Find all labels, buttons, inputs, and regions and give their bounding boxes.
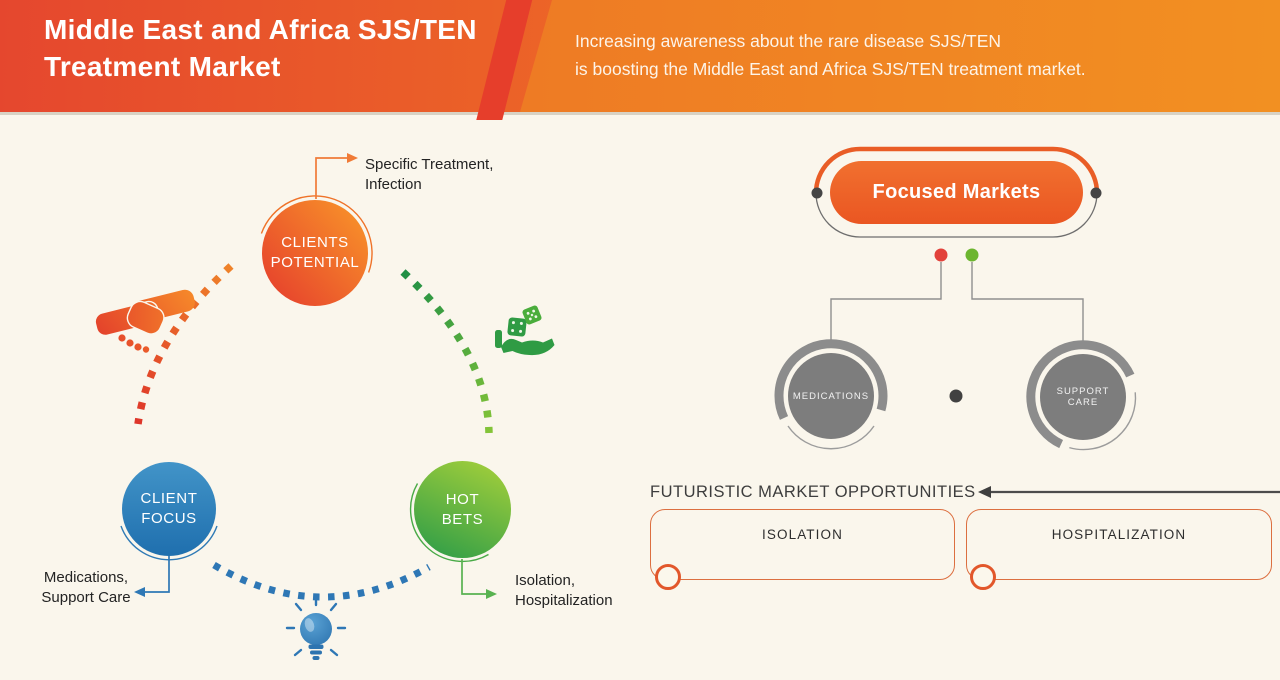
opportunity-box-hospitalization: HOSPITALIZATION: [966, 509, 1272, 580]
callout-hot-bets: Isolation, Hospitalization: [515, 571, 613, 611]
callout-clients-line1: Specific Treatment,: [365, 156, 494, 173]
support-care-label: SUPPORT CARE: [1056, 386, 1110, 408]
dotted-arc-right: [400, 269, 493, 434]
dotted-arc-bottom: [212, 561, 431, 601]
page-title-line1: Middle East and Africa SJS/TEN: [44, 14, 477, 45]
anchor-dot-left: [811, 187, 823, 199]
cycle-node-client-focus: CLIENT FOCUS: [122, 462, 216, 556]
page-title-line2: Treatment Market: [44, 51, 281, 82]
isolation-corner-ring-icon: [655, 564, 681, 590]
branch-node-medications: MEDICATIONS: [788, 353, 874, 439]
lightbulb-icon: [285, 596, 347, 660]
callout-hotbets-line1: Isolation,: [515, 572, 576, 589]
hot-bets-line2: BETS: [441, 510, 484, 528]
page-title: Middle East and Africa SJS/TEN Treatment…: [44, 11, 477, 85]
callout-clients-line2: Infection: [365, 176, 422, 193]
connector-hotbets: [461, 559, 497, 599]
cycle-node-hot-bets: HOT BETS: [414, 461, 511, 558]
handshake-icon: [94, 289, 195, 354]
callout-clients-potential: Specific Treatment, Infection: [365, 155, 493, 195]
hospitalization-corner-ring-icon: [970, 564, 996, 590]
cycle-node-label: CLIENT FOCUS: [141, 489, 198, 529]
branch-node-support-care: SUPPORT CARE: [1040, 354, 1126, 440]
hot-bets-line1: HOT: [445, 490, 480, 508]
hospitalization-label: HOSPITALIZATION: [1051, 527, 1187, 542]
opportunities-heading: FUTURISTIC MARKET OPPORTUNITIES: [650, 483, 976, 501]
page-subtitle-line2: is boosting the Middle East and Africa S…: [575, 59, 1086, 79]
cycle-node-clients-potential: CLIENTS POTENTIAL: [262, 200, 368, 306]
isolation-label: ISOLATION: [762, 527, 843, 542]
connector-clients: [315, 153, 358, 199]
clients-potential-line1: CLIENTS: [281, 234, 349, 251]
callout-focus-line2: Support Care: [41, 589, 131, 606]
focused-markets-pill: Focused Markets: [830, 161, 1083, 224]
cycle-node-label: HOT BETS: [442, 490, 484, 530]
callout-focus-line1: Medications,: [43, 569, 129, 586]
tree-dot-center: [949, 389, 963, 403]
opportunity-box-isolation: ISOLATION: [650, 509, 955, 580]
dice-hand-icon: [495, 305, 555, 356]
header-right-panel: [520, 0, 1280, 112]
page-subtitle-line1: Increasing awareness about the rare dise…: [575, 31, 1002, 51]
page-subtitle: Increasing awareness about the rare dise…: [575, 27, 1086, 83]
callout-hotbets-line2: Hospitalization: [515, 592, 613, 609]
tree-dot-red: [934, 248, 948, 262]
medications-label: MEDICATIONS: [792, 390, 870, 402]
client-focus-line2: FOCUS: [141, 510, 197, 527]
clients-potential-line2: POTENTIAL: [270, 254, 360, 271]
callout-client-focus: Medications, Support Care: [28, 568, 144, 608]
focused-markets-label: Focused Markets: [872, 181, 1041, 203]
cycle-node-label: CLIENTS POTENTIAL: [271, 233, 360, 273]
dotted-arc-left: [134, 263, 234, 425]
anchor-dot-right: [1090, 187, 1102, 199]
opportunities-arrow: [978, 486, 1280, 498]
client-focus-line1: CLIENT: [140, 490, 198, 507]
tree-dot-green: [965, 248, 979, 262]
header-banner: [0, 0, 1280, 120]
